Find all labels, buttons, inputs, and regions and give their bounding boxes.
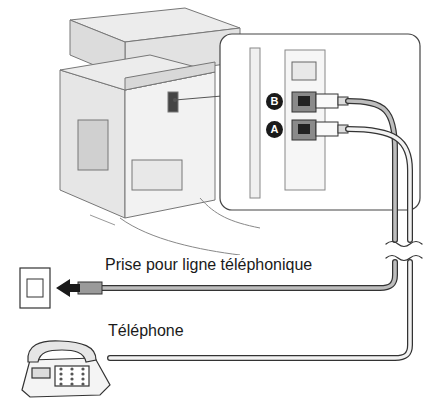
key xyxy=(70,382,73,385)
key xyxy=(59,372,62,375)
key xyxy=(81,372,84,375)
key xyxy=(59,367,62,370)
callout-letter: B xyxy=(266,93,283,110)
key xyxy=(70,367,73,370)
jack-label: Prise pour ligne téléphonique xyxy=(103,255,314,274)
key xyxy=(59,377,62,380)
key xyxy=(70,377,73,380)
key xyxy=(81,377,84,380)
wall-jack xyxy=(20,268,102,308)
callout-letter: A xyxy=(266,121,283,138)
key xyxy=(70,372,73,375)
telephone xyxy=(22,341,110,397)
cables xyxy=(100,101,422,358)
phone-label: Téléphone xyxy=(106,321,186,340)
key xyxy=(59,382,62,385)
key xyxy=(81,367,84,370)
key xyxy=(81,382,84,385)
